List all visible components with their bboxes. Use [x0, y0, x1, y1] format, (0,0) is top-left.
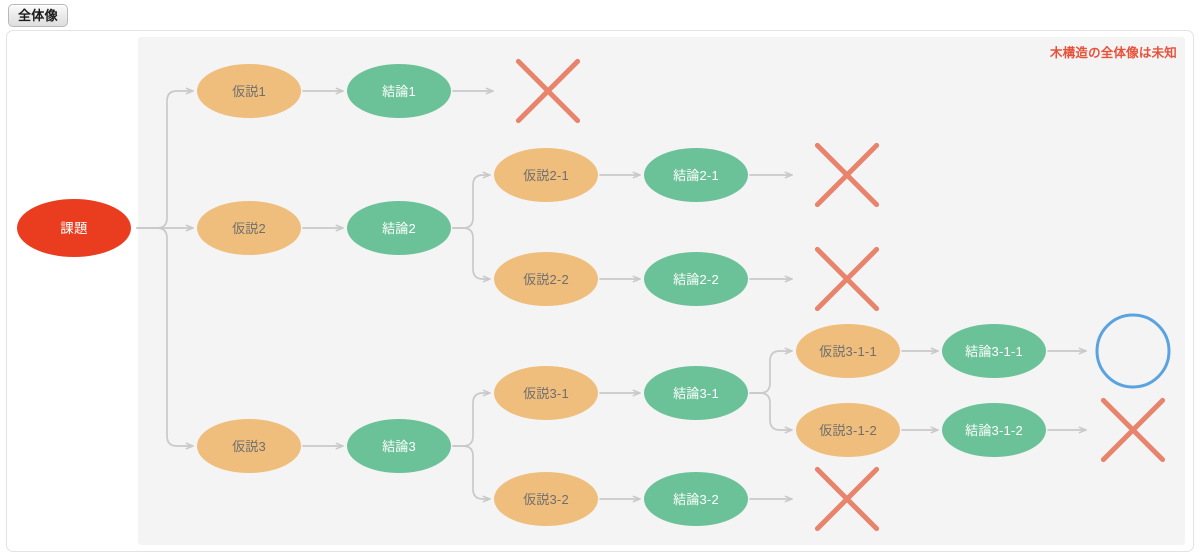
node-layer: 課題 仮説1 結論1 仮説2 結論2 仮説2-1 結論2-1 仮説2-2 結論2-2 仮説3 結論3…: [17, 64, 1046, 526]
node-h3-2[interactable]: 仮説3-2: [494, 472, 598, 526]
node-c3[interactable]: 結論3: [347, 419, 451, 473]
edge-root-to-hypothesis-1: [136, 87, 194, 229]
node-h2-2[interactable]: 仮説2-2: [494, 252, 598, 306]
node-c3-2[interactable]: 結論3-2: [644, 472, 748, 526]
node-root-issue[interactable]: 課題: [17, 199, 131, 257]
tab-overview[interactable]: 全体像: [8, 3, 68, 27]
node-c1[interactable]: 結論1: [347, 64, 451, 118]
node-c3-1-1[interactable]: 結論3-1-1: [942, 324, 1046, 378]
marker-layer: [515, 58, 1171, 532]
node-h3-1-2[interactable]: 仮説3-1-2: [796, 403, 900, 457]
reject-mark-1: [515, 58, 581, 124]
node-c2-1[interactable]: 結論2-1: [644, 148, 748, 202]
edge-conclusion-3-1-to-hypothesis-3-1-1: [749, 347, 793, 394]
edge-conclusion-3-to-hypothesis-3-1: [452, 389, 491, 447]
node-h3-1[interactable]: 仮説3-1: [494, 366, 598, 420]
accept-mark-3-1-1: [1095, 313, 1171, 389]
node-h3-1-1[interactable]: 仮説3-1-1: [796, 324, 900, 378]
node-h2-1[interactable]: 仮説2-1: [494, 148, 598, 202]
node-h3[interactable]: 仮説3: [197, 419, 301, 473]
node-c2-2[interactable]: 結論2-2: [644, 252, 748, 306]
node-c2[interactable]: 結論2: [347, 201, 451, 255]
edge-conclusion-3-to-hypothesis-3-2: [452, 445, 491, 503]
node-c3-1-2[interactable]: 結論3-1-2: [942, 403, 1046, 457]
node-c3-1[interactable]: 結論3-1: [644, 366, 748, 420]
tree-diagram: 課題 仮説1 結論1 仮説2 結論2 仮説2-1 結論2-1 仮説2-2 結論2-2 仮説3 結論3…: [17, 58, 1171, 532]
edge-conclusion-2-to-hypothesis-2-2: [452, 227, 491, 283]
reject-mark-3-2: [814, 466, 880, 532]
reject-mark-2-2: [814, 246, 880, 312]
diagram-panel: 木構造の全体像は未知 課題 仮説1 結論1 仮説2 結論2 仮説2-1 結論2-1 仮説2-2…: [6, 30, 1194, 552]
edge-root-to-hypothesis-3: [136, 227, 194, 450]
annotation-note: 木構造の全体像は未知: [1049, 46, 1177, 60]
edge-conclusion-2-to-hypothesis-2-1: [452, 171, 491, 229]
edge-conclusion-3-1-to-hypothesis-3-1-2: [749, 392, 793, 434]
reject-mark-2-1: [814, 142, 880, 208]
node-h2[interactable]: 仮説2: [197, 201, 301, 255]
tab-strip: 全体像: [0, 0, 68, 30]
node-h1[interactable]: 仮説1: [197, 64, 301, 118]
edge-layer: [136, 87, 1087, 503]
reject-mark-3-1-2: [1100, 397, 1166, 463]
